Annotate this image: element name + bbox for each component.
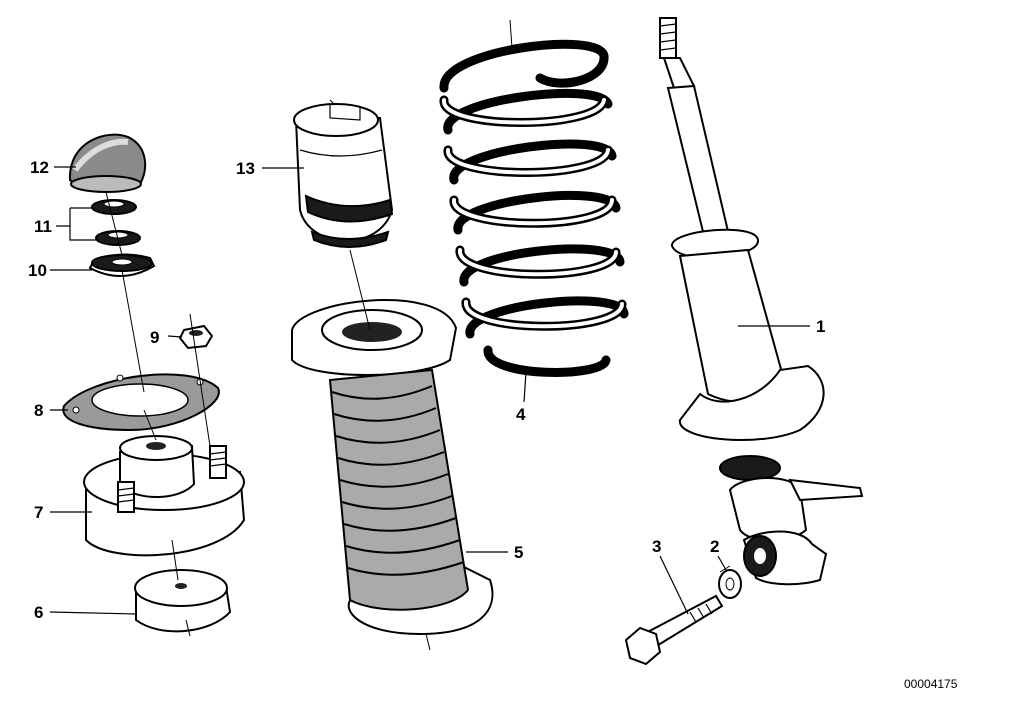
part-labels: 1 2 3 4 5 6 7 8 9 10 11 12 13 [28,158,825,622]
assembly-axis-lines [105,19,731,651]
label-part-5: 5 [514,543,523,562]
label-part-4: 4 [516,405,526,424]
label-part-6: 6 [34,603,43,622]
part-1-shock-absorber [659,17,864,586]
part-11-bearing-washers [91,199,141,246]
label-part-1: 1 [816,317,825,336]
part-9-nut [178,324,214,350]
part-4-coil-spring-inner [442,98,624,329]
part-2-washer [718,569,742,599]
label-part-10: 10 [28,261,47,280]
part-3-bolt [624,594,724,666]
part-13-bump-stop [293,103,394,248]
label-part-8: 8 [34,401,43,420]
leader-lines [49,166,810,615]
diagram-reference-number: 00004175 [904,677,958,691]
part-8-gasket [62,373,220,432]
label-part-12: 12 [30,158,49,177]
label-part-9: 9 [150,328,159,347]
label-part-11: 11 [34,217,52,236]
part-7-strut-mount [83,435,246,557]
part-4-coil-spring [439,39,629,377]
label-part-7: 7 [34,503,43,522]
part-5-protective-boot [291,299,494,636]
part-6-lower-cup [134,569,232,633]
part-12-dust-cap [68,133,147,193]
label-part-3: 3 [652,537,661,556]
label-part-2: 2 [710,537,719,556]
label-part-13: 13 [236,159,255,178]
